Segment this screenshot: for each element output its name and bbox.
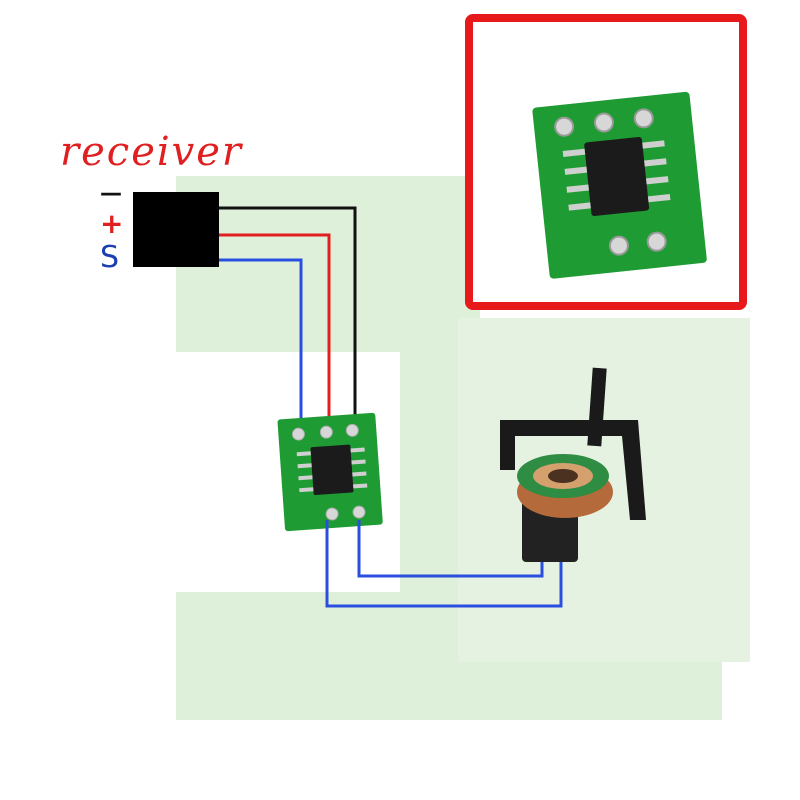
pcb-module-icon [277,412,383,532]
wire-signal [219,258,303,428]
receiver-title: receiver [60,129,244,175]
pin-label-signal: S [100,240,120,275]
pcb-module-enlarged-icon [532,91,707,279]
wire-negative [219,206,357,428]
coil-actuator-icon [500,367,646,562]
wire-coil-b [357,482,544,578]
pin-label-negative: — [100,181,122,206]
wire-positive [219,233,331,428]
pin-label-positive: + [100,207,124,240]
receiver-block-icon [133,192,219,267]
